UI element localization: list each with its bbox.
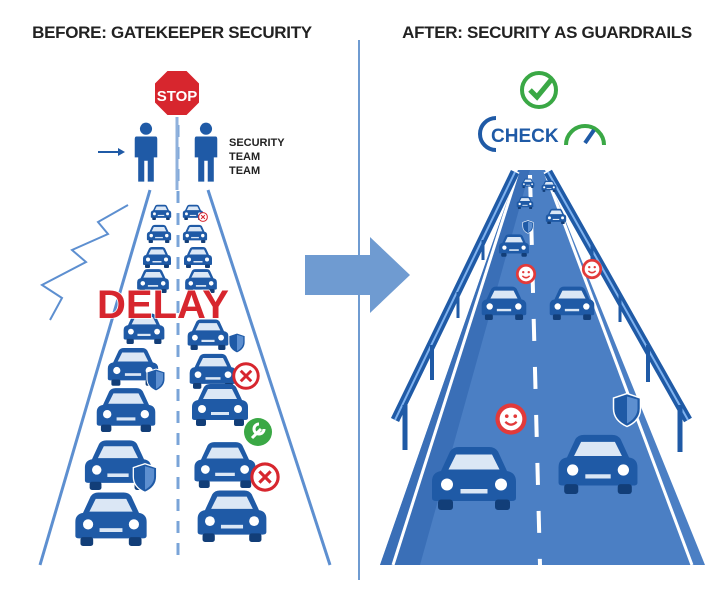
check-icon [520, 71, 558, 109]
left-guardrail [390, 170, 520, 450]
zigzag-icon [40, 204, 129, 321]
team-label-2: TEAM [229, 151, 260, 163]
shield-icon [228, 332, 246, 354]
security-team: SECURITY TEAM TEAM [98, 122, 285, 182]
check-label-group: CHECK [478, 116, 559, 152]
after-title: AFTER: SECURITY AS GUARDRAILS [402, 23, 692, 42]
x-circle-icon [198, 212, 208, 222]
left-status-icons [132, 212, 280, 493]
team-label-3: TEAM [229, 165, 260, 177]
speedometer-icon [564, 124, 606, 146]
right-arrow-icon [305, 237, 410, 313]
person-icon [134, 122, 158, 182]
x-circle-icon [232, 362, 260, 390]
right-guardrail [544, 169, 692, 452]
delay-label: DELAY [97, 283, 229, 327]
before-road [38, 125, 332, 566]
after-road [380, 169, 705, 566]
before-title: BEFORE: GATEKEEPER SECURITY [32, 23, 313, 42]
team-label-1: SECURITY [229, 137, 285, 149]
stop-sign: STOP [153, 69, 201, 190]
smiley-icon [581, 258, 603, 280]
smiley-icon [515, 263, 537, 285]
person-icon [194, 122, 218, 182]
shield-icon [146, 368, 166, 392]
stop-sign-label: STOP [157, 88, 198, 105]
wrench-icon [244, 418, 272, 446]
smiley-icon [494, 402, 528, 436]
check-label: CHECK [491, 126, 559, 147]
x-circle-icon [250, 462, 280, 492]
